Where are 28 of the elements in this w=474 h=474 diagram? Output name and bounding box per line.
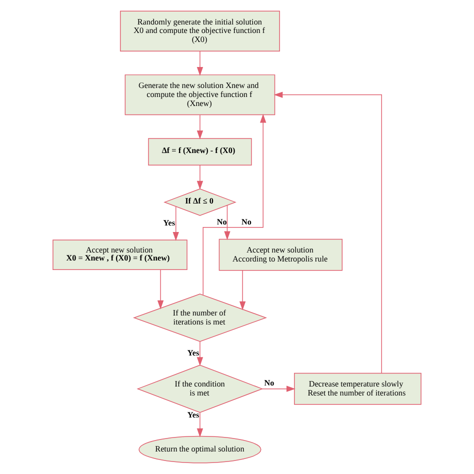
node-diamond: If the number of iterations is met (132, 294, 267, 342)
arrow (196, 50, 204, 76)
edge-label: Yes (187, 410, 200, 420)
edge-label: Yes (163, 218, 175, 228)
edge-label: No (216, 217, 227, 226)
arrow (202, 114, 266, 296)
arrow (196, 114, 204, 140)
node-diamond: If Δf ≤ 0 (164, 188, 236, 216)
node-box: Accept new solution X0 = Xnew , f (X0) = f (Xnew) (52, 240, 188, 270)
edge-label: No (264, 378, 274, 388)
node-ellipse: Return the optimal solution (138, 436, 262, 464)
node-box: Δf = f (Xnew) - f (X0) (148, 138, 252, 166)
arrow (157, 269, 164, 310)
arrow (239, 270, 246, 310)
arrow (262, 386, 296, 392)
node-box: Accept new solution According to Metropolis rule (218, 238, 343, 271)
edge-label: No (241, 217, 252, 226)
edge-label: Yes (187, 348, 200, 358)
arrow (172, 206, 179, 241)
arrow (196, 341, 204, 366)
node-box: Generate the new solution Xnew and compute the objective function f (Xnew) (124, 74, 276, 116)
arrow (196, 412, 204, 438)
node-diamond: If the condition is met (136, 364, 264, 413)
node-box: Randomly generate the initial solution X0 and compute the objective function f (X0) (120, 10, 280, 52)
arrow (196, 164, 204, 190)
arrow (224, 204, 230, 240)
arrow (274, 92, 382, 374)
node-box: Decrease temperature slowly Reset the number of iterations (294, 372, 422, 405)
